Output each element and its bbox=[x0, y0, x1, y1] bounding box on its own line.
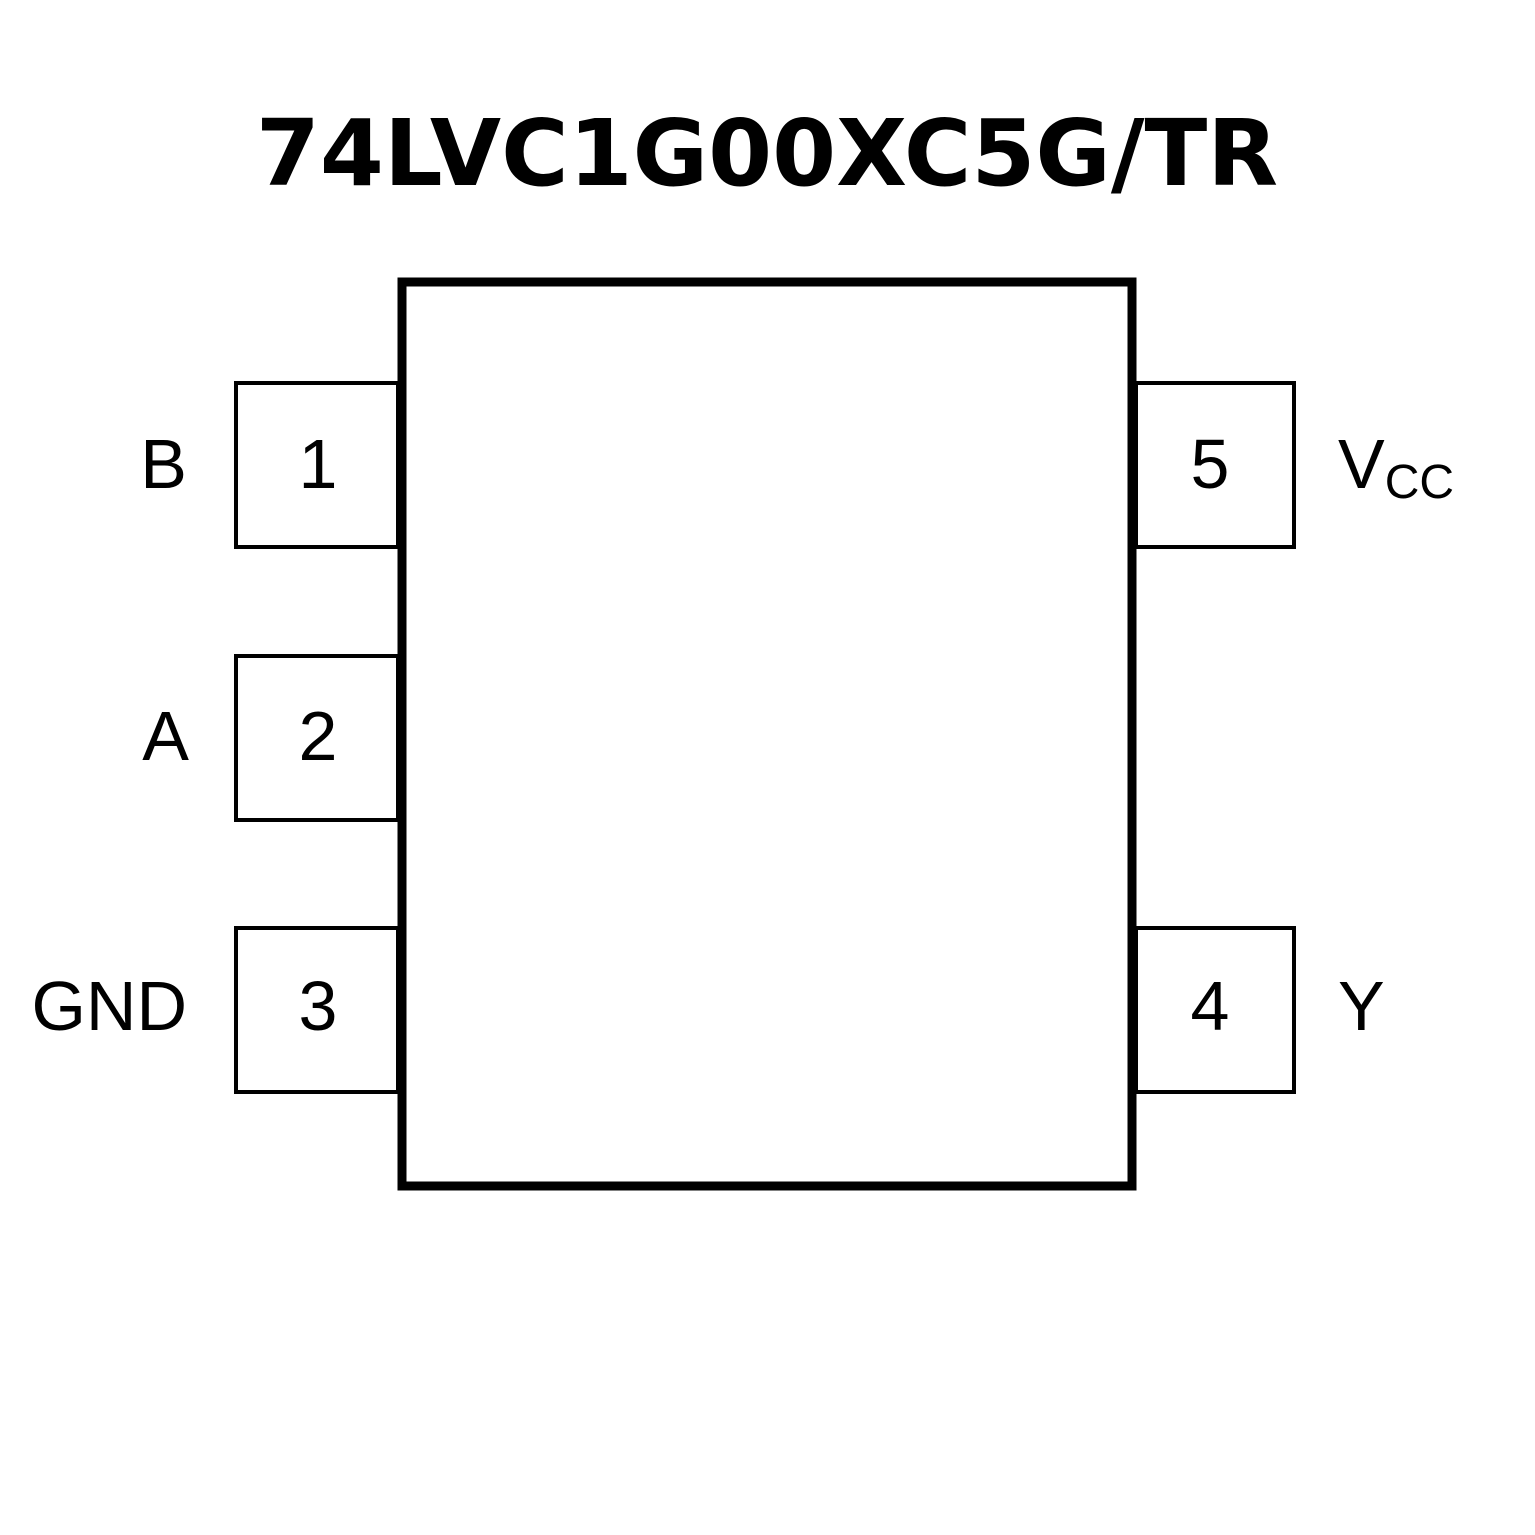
pin-4-pad bbox=[1134, 926, 1296, 1094]
pin-3-label: GND bbox=[31, 967, 187, 1045]
pin-4-number: 4 bbox=[1191, 967, 1230, 1045]
pin-1-pad bbox=[234, 381, 400, 549]
ic-body bbox=[397, 277, 1137, 1191]
pin-5: 5 VCC bbox=[1134, 381, 1454, 549]
pin-5-label-subscript: CC bbox=[1385, 456, 1454, 509]
pin-5-pad bbox=[1134, 381, 1296, 549]
pin-5-label: VCC bbox=[1338, 425, 1454, 509]
pin-1-number: 1 bbox=[299, 425, 338, 503]
pin-5-label-main: V bbox=[1338, 425, 1385, 503]
part-number-title: 74LVC1G00XC5G/TR bbox=[256, 100, 1278, 207]
pin-2-label: A bbox=[142, 697, 189, 775]
pin-3: 3 GND bbox=[31, 926, 400, 1094]
pin-2-number: 2 bbox=[299, 697, 338, 775]
pin-4-label: Y bbox=[1338, 967, 1385, 1045]
pin-3-pad bbox=[234, 926, 400, 1094]
pin-3-number: 3 bbox=[299, 967, 338, 1045]
pin-1-label: B bbox=[140, 425, 187, 503]
pin-2: 2 A bbox=[142, 654, 400, 822]
pin-4: 4 Y bbox=[1134, 926, 1385, 1094]
pin-5-number: 5 bbox=[1191, 425, 1230, 503]
pin-2-pad bbox=[234, 654, 400, 822]
pin-1: 1 B bbox=[140, 381, 400, 549]
